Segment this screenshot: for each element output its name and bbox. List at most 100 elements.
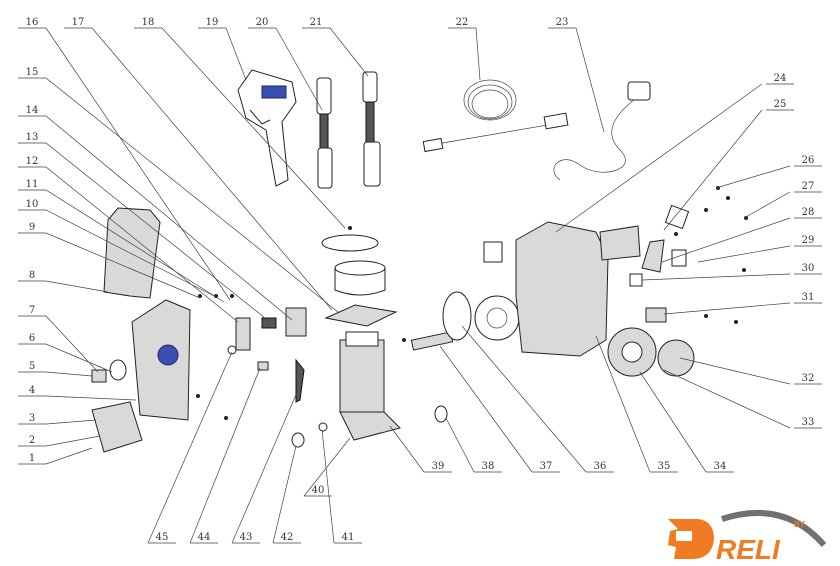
leader-line bbox=[595, 335, 678, 473]
callout-28: 28 bbox=[661, 207, 822, 263]
callout-30: 30 bbox=[641, 263, 822, 281]
part-45 bbox=[227, 345, 237, 355]
callout-22: 22 bbox=[448, 17, 481, 81]
callout-16: 16 bbox=[18, 17, 231, 301]
part-13 bbox=[285, 307, 307, 337]
leader-line bbox=[18, 27, 231, 301]
callout-7: 7 bbox=[18, 305, 99, 373]
leader-line bbox=[18, 280, 109, 293]
leader-line bbox=[389, 425, 452, 473]
callout-17: 17 bbox=[64, 17, 333, 311]
callout-number: 31 bbox=[802, 292, 815, 303]
callout-number: 6 bbox=[29, 333, 35, 344]
callout-number: 15 bbox=[26, 67, 39, 78]
parts bbox=[91, 69, 748, 453]
callout-36: 36 bbox=[461, 325, 614, 473]
callout-38: 38 bbox=[445, 417, 502, 473]
leader-line bbox=[231, 389, 299, 544]
callout-13: 13 bbox=[18, 132, 271, 323]
callout-15: 15 bbox=[18, 67, 339, 313]
callout-2: 2 bbox=[18, 435, 101, 447]
callout-number: 11 bbox=[26, 179, 39, 190]
part-38 bbox=[434, 405, 448, 423]
callout-number: 4 bbox=[29, 385, 35, 396]
callout-29: 29 bbox=[697, 235, 822, 263]
dreli-logo: RELI BY bbox=[668, 510, 827, 565]
callout-24: 24 bbox=[555, 73, 794, 233]
leader-line bbox=[64, 27, 333, 311]
leader-line bbox=[663, 109, 794, 231]
leader-line bbox=[18, 343, 113, 373]
callout-20: 20 bbox=[248, 17, 323, 111]
leader-line bbox=[18, 395, 137, 401]
callout-23: 23 bbox=[548, 17, 605, 133]
leader-line bbox=[18, 371, 93, 377]
leader-line bbox=[448, 27, 481, 81]
leader-line bbox=[134, 27, 346, 229]
leader-line bbox=[18, 115, 293, 321]
leader-line bbox=[321, 429, 362, 544]
callout-number: 36 bbox=[594, 461, 607, 472]
callout-10: 10 bbox=[18, 199, 215, 297]
part-cable bbox=[295, 358, 305, 403]
leader-line bbox=[248, 27, 323, 111]
part-lance-long bbox=[362, 71, 381, 187]
part-motor-pump bbox=[339, 331, 401, 441]
callout-number: 33 bbox=[802, 417, 815, 428]
callout-35: 35 bbox=[595, 335, 678, 473]
callout-37: 37 bbox=[439, 345, 560, 473]
callout-8: 8 bbox=[18, 270, 109, 293]
callout-number: 34 bbox=[714, 461, 727, 472]
leader-line bbox=[18, 315, 99, 373]
callout-21: 21 bbox=[302, 17, 369, 77]
callout-6: 6 bbox=[18, 333, 113, 373]
leader-line bbox=[189, 367, 261, 544]
leader-line bbox=[439, 345, 560, 473]
callout-number: 37 bbox=[540, 461, 553, 472]
part-handle bbox=[103, 207, 161, 299]
callout-3: 3 bbox=[18, 413, 97, 425]
callout-25: 25 bbox=[663, 99, 794, 231]
leader-line bbox=[743, 191, 822, 219]
callout-number: 30 bbox=[802, 263, 815, 274]
part-hose bbox=[422, 79, 569, 153]
leader-line bbox=[303, 437, 351, 497]
part-44 bbox=[257, 361, 269, 371]
leader-line bbox=[639, 371, 734, 473]
part-30 bbox=[629, 273, 643, 287]
callout-number: 18 bbox=[142, 17, 155, 28]
part-filter bbox=[334, 260, 386, 296]
callout-45: 45 bbox=[147, 351, 233, 544]
callout-31: 31 bbox=[663, 292, 822, 315]
callout-number: 2 bbox=[29, 435, 35, 446]
callout-41: 41 bbox=[321, 429, 362, 544]
leader-line bbox=[18, 142, 271, 323]
part-5 bbox=[91, 369, 107, 383]
callout-number: 35 bbox=[658, 461, 671, 472]
callout-number: 27 bbox=[802, 181, 815, 192]
leader-line bbox=[198, 27, 247, 81]
callout-number: 40 bbox=[312, 485, 325, 496]
callout-number: 17 bbox=[72, 17, 85, 28]
callout-26: 26 bbox=[715, 155, 822, 189]
callout-number: 44 bbox=[198, 532, 211, 543]
leader-line bbox=[679, 357, 822, 385]
leader-line bbox=[18, 435, 101, 447]
leader-line bbox=[18, 419, 97, 425]
callout-number: 10 bbox=[26, 199, 39, 210]
callout-number: 16 bbox=[26, 17, 39, 28]
callout-18: 18 bbox=[134, 17, 346, 229]
callout-number: 42 bbox=[281, 532, 294, 543]
part-12 bbox=[261, 317, 277, 329]
leader-line bbox=[663, 369, 822, 429]
part-29 bbox=[671, 249, 687, 267]
callout-number: 1 bbox=[29, 453, 35, 464]
callout-27: 27 bbox=[743, 181, 822, 219]
leader-line bbox=[302, 27, 369, 77]
leader-line bbox=[715, 165, 822, 189]
callout-number: 21 bbox=[310, 17, 323, 28]
callout-43: 43 bbox=[231, 389, 299, 544]
part-rear-housing bbox=[515, 221, 609, 357]
part-28 bbox=[641, 239, 665, 273]
